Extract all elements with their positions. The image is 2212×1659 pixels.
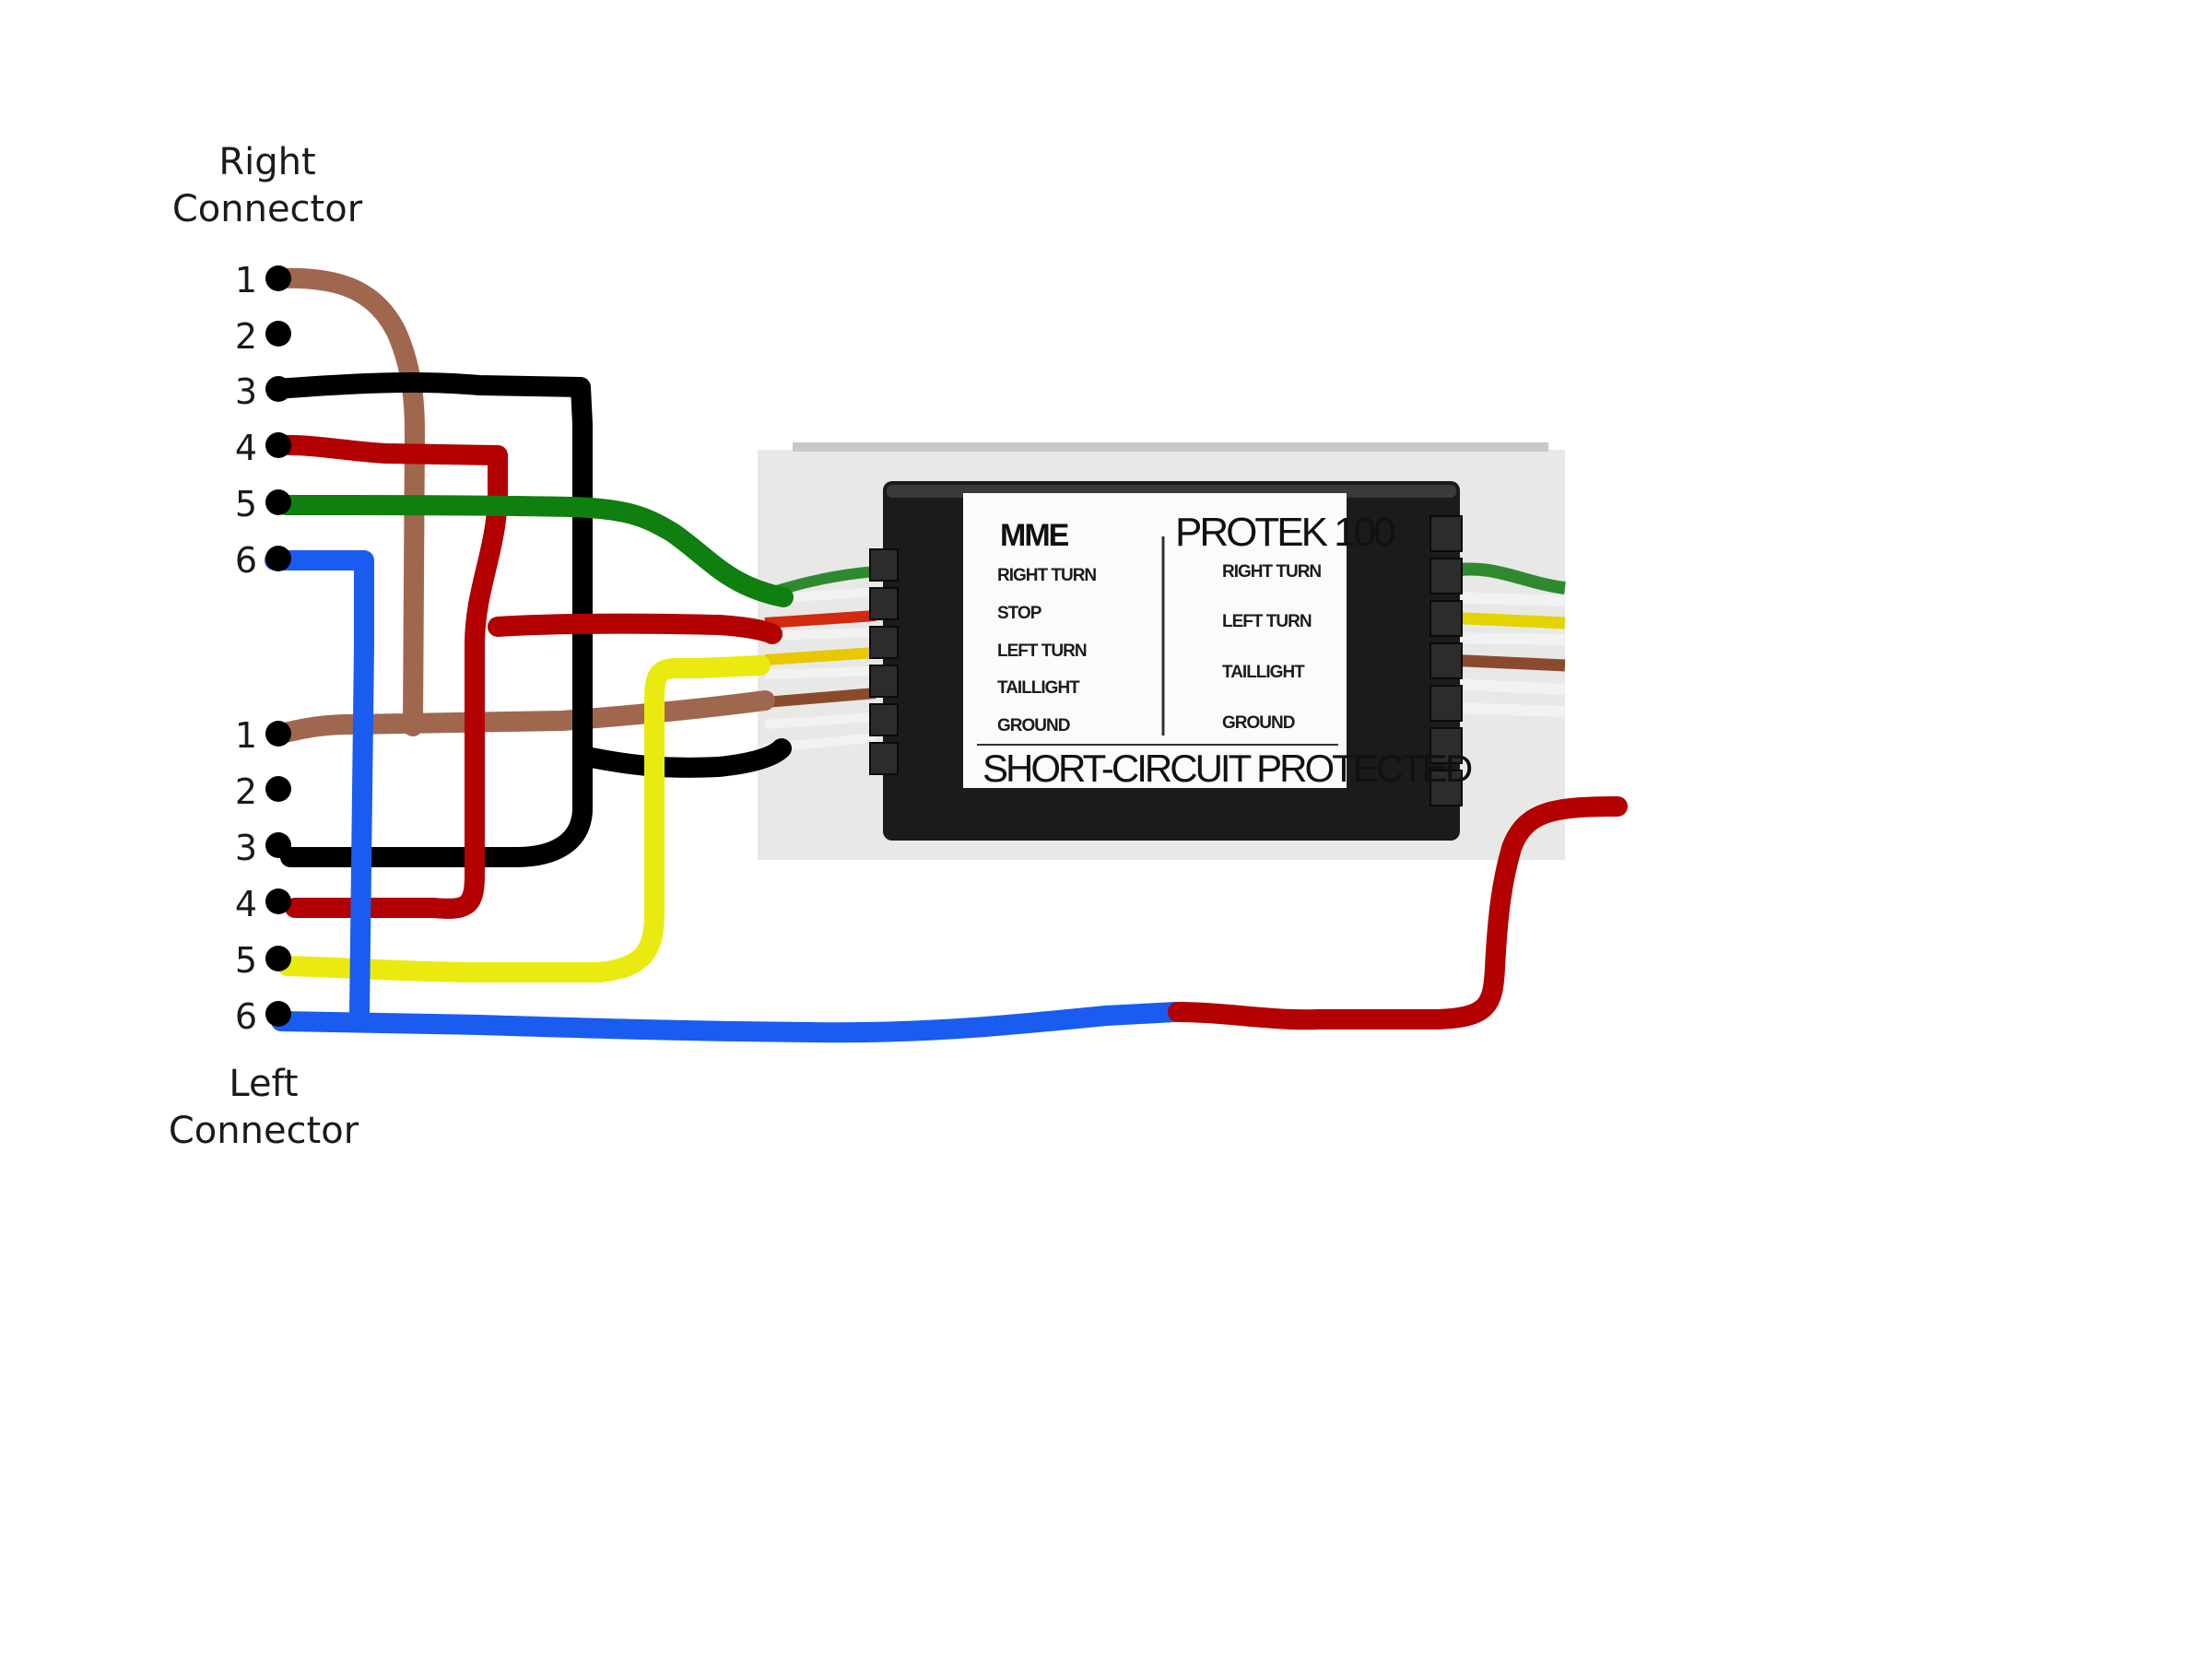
- left-pin-number: 2: [235, 771, 257, 812]
- module-right-label: RIGHT TURN: [1222, 562, 1321, 582]
- module-left-tooth: [869, 587, 899, 620]
- right-connector-title: Connector: [172, 188, 363, 230]
- module-right-tooth: [1430, 685, 1463, 722]
- right-pin-dot: [265, 546, 291, 571]
- left-pin-dot: [265, 1001, 291, 1027]
- left-connector: 1 2 3 4 5 6 Left Connector: [169, 715, 359, 1152]
- left-pin-dot: [265, 946, 291, 971]
- left-pin-dot: [265, 888, 291, 914]
- module-right-lead-yellow: [1446, 611, 1566, 629]
- module-left-lead-white-3: [764, 666, 877, 679]
- module-right-lead-brown: [1446, 653, 1566, 672]
- module-left-lead-white-2: [764, 628, 877, 641]
- wire-black-lead: [572, 738, 792, 778]
- module-right-label: GROUND: [1222, 713, 1295, 733]
- module-right-lead-white-3: [1446, 678, 1566, 695]
- module-right-teeth: [1430, 515, 1463, 806]
- left-connector-title: Connector: [169, 1110, 359, 1152]
- left-pin-number: 6: [235, 996, 257, 1037]
- module-photo-top-strip: [793, 442, 1548, 452]
- module-model: PROTEK 100: [1175, 510, 1394, 555]
- module-left-tooth: [869, 703, 899, 736]
- left-pin-number: 1: [235, 715, 257, 756]
- left-pin-number: 4: [235, 884, 257, 924]
- left-connector-title: Left: [229, 1063, 298, 1105]
- module-label-plate: [963, 493, 1347, 788]
- module-right-tooth: [1430, 515, 1463, 552]
- module-left-lead-brown: [764, 688, 877, 708]
- module-left-tooth: [869, 548, 899, 582]
- right-pin-dot: [265, 489, 291, 515]
- left-pin-number: 3: [235, 828, 257, 868]
- right-pin-dot: [265, 432, 291, 458]
- module-left-label: LEFT TURN: [997, 641, 1087, 661]
- module-left-lead-red: [764, 610, 877, 629]
- right-connector-pins: 1 2 3 4 5 6: [235, 260, 291, 581]
- left-pin-number: 5: [235, 940, 257, 981]
- left-connector-pins: 1 2 3 4 5 6: [235, 715, 291, 1037]
- right-connector-title: Right: [218, 141, 315, 183]
- right-pin-dot: [265, 265, 291, 291]
- module-left-tooth: [869, 742, 899, 775]
- module-right-tooth: [1430, 600, 1463, 637]
- wire-red: [271, 434, 782, 919]
- module-right-lead-white-1: [1446, 592, 1566, 606]
- right-pin-dot: [265, 376, 291, 402]
- module-right-label: TAILLIGHT: [1222, 663, 1305, 682]
- wire-red-tail: [1168, 796, 1628, 1030]
- module-right-tooth: [1430, 642, 1463, 679]
- right-pin-number: 5: [235, 484, 257, 524]
- right-pin-number: 3: [235, 371, 257, 412]
- module-footer: SHORT-CIRCUIT PROTECTED: [982, 747, 1472, 790]
- module-left-lead-yellow: [764, 647, 877, 665]
- module-brand: MME: [1000, 518, 1069, 553]
- wire-black: [266, 372, 593, 867]
- wires: [265, 267, 1628, 1043]
- module-right-tooth: [1430, 558, 1463, 594]
- left-pin-dot: [265, 832, 291, 858]
- right-pin-number: 2: [235, 316, 257, 357]
- module-right-tooth: [1430, 770, 1463, 806]
- module-left-label: TAILLIGHT: [997, 678, 1080, 698]
- left-pin-dot: [265, 776, 291, 802]
- module-left-label: GROUND: [997, 716, 1070, 735]
- right-pin-dot: [265, 321, 291, 347]
- protek-module: MME PROTEK 100 RIGHT TURN STOP LEFT TURN…: [758, 442, 1566, 860]
- module-left-lead-white-4: [764, 712, 877, 729]
- right-pin-number: 1: [235, 260, 257, 300]
- right-pin-number: 4: [235, 428, 257, 468]
- right-connector: Right Connector 1 2 3 4 5 6: [172, 141, 363, 581]
- left-pin-dot: [265, 721, 291, 747]
- module-right-lead-white-2: [1446, 632, 1566, 645]
- module-left-label: RIGHT TURN: [997, 566, 1096, 585]
- module-left-tooth: [869, 626, 899, 659]
- wire-blue: [265, 550, 1185, 1043]
- wire-green: [276, 495, 794, 607]
- module-right-lead-white-4: [1446, 702, 1566, 717]
- module-left-tooth: [869, 665, 899, 698]
- module-left-label: STOP: [997, 604, 1042, 623]
- module-left-leads: [763, 566, 877, 753]
- module-left-teeth: [869, 548, 899, 775]
- module-right-label: LEFT TURN: [1222, 612, 1312, 631]
- right-pin-number: 6: [235, 540, 257, 581]
- module-right-tooth: [1430, 727, 1463, 764]
